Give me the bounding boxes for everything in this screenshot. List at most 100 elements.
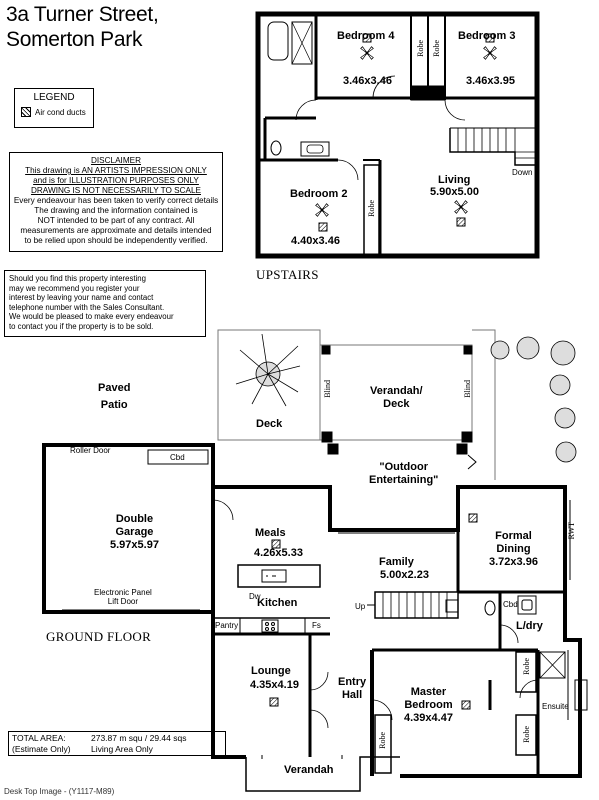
- deck-text: Deck: [383, 398, 410, 410]
- entry-hall-label: Entry Hall: [338, 676, 366, 702]
- total-area-label: TOTAL AREA:: [12, 733, 66, 743]
- lift-door-text: Lift Door: [107, 597, 139, 606]
- verandah-text: Verandah/: [370, 385, 423, 397]
- entertaining-text: Entertaining": [369, 474, 439, 486]
- disclaimer-line: The drawing and the information containe…: [34, 206, 198, 215]
- disclaimer-line: Every endeavour has been taken to verify…: [13, 196, 219, 205]
- total-area-box: TOTAL AREA: 273.87 m squ / 29.44 sqs (Es…: [8, 731, 226, 756]
- patio-text: Patio: [100, 399, 128, 411]
- dw-label: Dw: [249, 592, 261, 601]
- bedroom3-size: 3.46x3.95: [466, 75, 515, 87]
- lounge-size: 4.35x4.19: [250, 679, 299, 691]
- robe-label: Robe: [522, 726, 531, 743]
- pantry-label: Pantry: [215, 621, 239, 630]
- dining-text: Dining: [496, 543, 531, 555]
- room-name: Bedroom 4: [337, 30, 395, 42]
- garage-name: Double: [115, 513, 154, 525]
- outdoor-text: "Outdoor: [379, 461, 428, 473]
- ground-floor-fixtures: [269, 513, 478, 710]
- fs-label: Fs: [312, 621, 321, 630]
- disclaimer-box: DISCLAIMER This drawing is AN ARTISTS IM…: [9, 152, 223, 252]
- formal-dining-label: Formal Dining 3.72x3.96: [489, 530, 538, 569]
- legend-row: Air cond ducts: [21, 107, 93, 117]
- ground-floor-heading: GROUND FLOOR: [46, 629, 152, 644]
- disclaimer-line: to be relied upon should be independentl…: [24, 236, 208, 245]
- paved-text: Paved: [98, 382, 131, 394]
- interest-line: to contact you if the property is to be …: [9, 321, 154, 331]
- paved-patio-label: Paved Patio: [98, 382, 130, 412]
- disclaimer-heading: DISCLAIMER: [90, 156, 142, 165]
- robe-label: Robe: [378, 732, 387, 749]
- blind-label: Blind: [463, 380, 472, 398]
- address-line-1: 3a Turner Street,: [6, 3, 159, 26]
- disclaimer-line: measurements are approximate and details…: [20, 226, 212, 235]
- electronic-text: Electronic Panel: [94, 588, 152, 597]
- stairs-down-label: Down: [512, 168, 533, 177]
- interest-line: We would be pleased to make every endeav…: [9, 312, 174, 322]
- living-area-note: Living Area Only: [91, 744, 153, 754]
- air-cond-duct-icon: [21, 107, 31, 117]
- cbd-label: Cbd: [170, 453, 185, 462]
- bedroom3-label: Bedroom 3: [458, 30, 516, 42]
- robe-label: Robe: [416, 40, 425, 57]
- interest-line: Should you find this property interestin…: [9, 274, 146, 283]
- deck-label: Deck: [256, 418, 283, 430]
- entry-text: Entry: [338, 676, 367, 688]
- address-line-2: Somerton Park: [6, 28, 143, 51]
- meals-label: Meals: [255, 527, 286, 539]
- bedroom2-size: 4.40x3.46: [291, 235, 340, 247]
- verandah-deck-label: Verandah/ Deck: [370, 385, 423, 411]
- interest-line: interest by leaving your name and contac…: [9, 293, 154, 303]
- disclaimer-line: This drawing is AN ARTISTS IMPRESSION ON…: [25, 166, 207, 175]
- estimate-label: (Estimate Only): [12, 744, 71, 754]
- master-bedroom-label: Master Bedroom 4.39x4.47: [404, 686, 453, 725]
- lounge-label: Lounge: [251, 665, 291, 677]
- living-size: 5.90x5.00: [430, 186, 479, 198]
- bedroom-text: Bedroom: [404, 699, 453, 711]
- legend-title: LEGEND: [33, 92, 75, 103]
- formal-text: Formal: [495, 530, 532, 542]
- robe-label: Robe: [522, 658, 531, 675]
- cbd-label: Cbd: [503, 600, 518, 609]
- family-size: 5.00x2.23: [380, 569, 429, 581]
- legend-box: LEGEND Air cond ducts: [14, 88, 94, 128]
- stairs-up-label: Up: [355, 602, 366, 611]
- upstairs-plan: [255, 11, 540, 259]
- robe-label: Robe: [367, 200, 376, 217]
- bedroom4-size: 3.46x3.46: [343, 75, 392, 87]
- bedroom4-label: Bedroom 4: [337, 30, 394, 43]
- verandah-label: Verandah: [284, 764, 334, 776]
- upstairs-heading: UPSTAIRS: [256, 267, 319, 282]
- interest-line: telephone number with the Sales Consulta…: [9, 302, 165, 312]
- laundry-label: L/dry: [516, 620, 543, 632]
- garage-door-label: Electronic Panel Lift Door: [94, 588, 152, 606]
- kitchen-label: Kitchen: [257, 597, 298, 609]
- ground-floor-plan: [42, 329, 588, 792]
- hall-text: Hall: [341, 689, 363, 701]
- footer-caption: Desk Top Image - (Y1117-M89): [4, 787, 115, 796]
- bedroom2-label: Bedroom 2: [290, 188, 348, 200]
- legend-item-label: Air cond ducts: [35, 107, 86, 117]
- interest-note: Should you find this property interestin…: [4, 270, 206, 337]
- garage-label: Double Garage 5.97x5.97: [110, 513, 159, 552]
- disclaimer-line: DRAWING IS NOT NECESSARILY TO SCALE: [30, 186, 201, 195]
- shrub-icons: [490, 336, 577, 463]
- disclaimer-line: NOT intended to be part of any contract.…: [37, 216, 195, 225]
- formal-dining-size: 3.72x3.96: [489, 556, 538, 568]
- roller-door-label: Roller Door: [70, 446, 111, 455]
- garage-size: 5.97x5.97: [110, 539, 159, 551]
- outdoor-entertaining-label: "Outdoor Entertaining": [369, 461, 438, 487]
- palm-tree-icon: [235, 333, 301, 407]
- robe-label: Robe: [432, 40, 441, 57]
- disclaimer-line: and is for ILLUSTRATION PURPOSES ONLY: [33, 176, 199, 185]
- family-label: Family: [379, 556, 414, 568]
- master-text: Master: [410, 686, 447, 698]
- ensuite-label: Ensuite: [542, 702, 569, 711]
- master-size: 4.39x4.47: [404, 712, 453, 724]
- interest-line: may we recommend you register your: [9, 283, 140, 293]
- total-area-value: 273.87 m squ / 29.44 sqs: [91, 733, 187, 743]
- blind-label: Blind: [323, 380, 332, 398]
- rwt-label: RWT: [567, 522, 576, 540]
- upstairs-fixtures: [315, 33, 497, 232]
